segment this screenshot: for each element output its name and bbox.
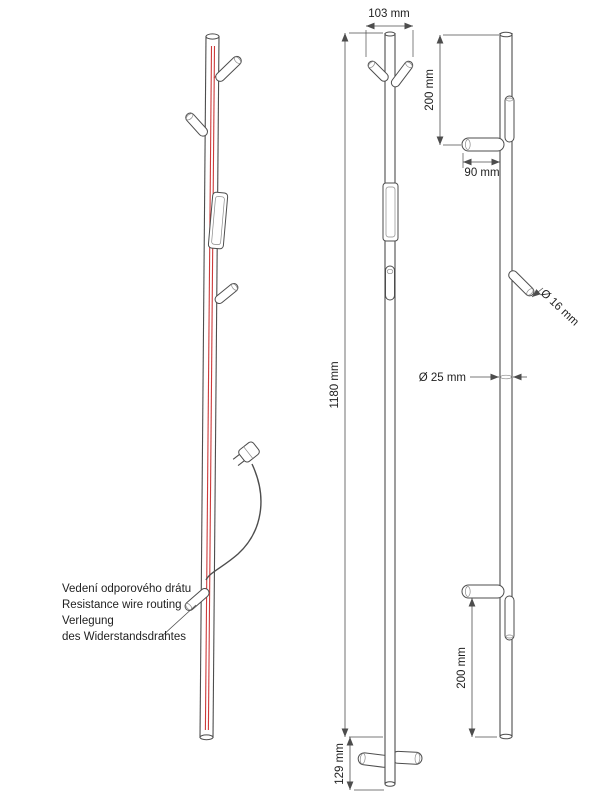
front-hook-right — [390, 60, 414, 88]
resistance-wire-line — [204, 45, 213, 731]
panel-inner — [385, 186, 396, 238]
base-arm-right — [391, 750, 423, 765]
front-pole-fill — [385, 33, 395, 785]
dim-label-overall-height: 1180 mm — [329, 361, 341, 408]
wire-routing-annotation: Vedení odporového drátu Resistance wire … — [62, 583, 197, 643]
hook-end-face — [185, 113, 194, 121]
dimensions: 103 mm 1180 mm 129 mm 200 mm 90 mm — [329, 8, 581, 791]
dim-label-hook-diameter: Ø 16 mm — [538, 287, 581, 328]
iso-hook-top-right — [215, 55, 242, 82]
hook-end-face — [405, 61, 413, 69]
front-hook-left — [367, 60, 389, 82]
panel-plate — [207, 191, 229, 250]
front-panel — [382, 182, 399, 242]
side-top-hook — [461, 137, 505, 152]
front-hook-forward — [385, 265, 395, 301]
side-top-peg — [504, 95, 515, 143]
hook-end-face — [465, 139, 471, 150]
side-bottom-hook — [461, 584, 505, 599]
dim-pole-diameter-25: Ø 25 mm — [419, 372, 527, 384]
dim-top-width-103: 103 mm — [365, 8, 414, 57]
iso-pole-edge — [212, 35, 220, 739]
annotation-leader-line — [161, 604, 197, 637]
hook-end-face — [231, 283, 238, 291]
side-view — [461, 31, 535, 740]
pole-section-mark — [500, 374, 512, 380]
dim-hook-diameter-16: Ø 16 mm — [531, 287, 581, 328]
hook-body — [385, 265, 395, 301]
dim-label-top-width: 103 mm — [368, 8, 410, 20]
hook-body — [461, 137, 505, 152]
hook-body — [215, 55, 242, 82]
iso-view — [184, 33, 262, 741]
iso-pole-edge — [199, 35, 207, 739]
dim-label-hook-projection: 90 mm — [464, 167, 499, 179]
base-arm-end — [359, 753, 366, 765]
peg-body — [504, 95, 515, 143]
iso-pole-bottom-cap — [199, 734, 214, 741]
plug-body — [238, 441, 260, 463]
dim-label-top-hook-offset: 200 mm — [424, 69, 436, 111]
iso-pole-top-cap — [205, 33, 220, 40]
hook-body — [185, 112, 208, 137]
annotation-line-de-1: Verlegung — [62, 615, 114, 627]
dim-label-pole-diameter: Ø 25 mm — [419, 372, 466, 384]
dim-hook-projection-90: 90 mm — [462, 153, 501, 179]
base-arm-end — [414, 752, 421, 764]
dim-base-height-129: 129 mm — [334, 737, 384, 791]
annotation-line-de-2: des Widerstandsdrahtes — [62, 631, 186, 643]
peg-end-face — [505, 97, 514, 102]
hook-body — [184, 587, 210, 612]
side-pole-bottom-cap — [499, 733, 513, 740]
dim-label-bottom-hook-offset: 200 mm — [456, 647, 468, 689]
plug-pin — [232, 453, 240, 460]
power-cable — [205, 463, 262, 581]
resistance-wire-line — [207, 45, 216, 731]
leader-line — [531, 287, 544, 298]
side-pole-top-cap — [499, 31, 513, 38]
hook-end-face — [368, 61, 376, 69]
side-bottom-peg — [504, 595, 515, 641]
iso-hook-upper-left — [185, 112, 208, 137]
panel-plate — [382, 182, 399, 242]
front-pole-bottom-cap — [384, 781, 396, 787]
hook-body — [461, 584, 505, 599]
iso-hook-mid-right — [214, 282, 239, 305]
dim-overall-height-1180: 1180 mm — [329, 32, 383, 738]
dim-label-base-height: 129 mm — [334, 743, 346, 785]
front-pole-top-cap — [384, 31, 396, 37]
hook-end-face — [465, 586, 471, 597]
annotation-line-cs: Vedení odporového drátu — [62, 583, 191, 595]
dim-bottom-hook-offset-200: 200 mm — [456, 597, 498, 738]
iso-panel — [207, 191, 229, 250]
power-plug — [232, 441, 260, 467]
hook-body — [214, 282, 239, 305]
front-view — [357, 31, 423, 787]
annotation-line-en: Resistance wire routing — [62, 599, 182, 611]
plug-body-seam — [243, 446, 254, 459]
hook-end-face — [233, 56, 242, 64]
panel-inner — [211, 196, 225, 245]
hook-body — [390, 60, 414, 88]
plug-pin — [237, 460, 245, 467]
dim-top-hook-offset-200: 200 mm — [424, 34, 499, 146]
side-pole-fill — [500, 33, 512, 737]
peg-body — [504, 595, 515, 641]
hook-end-face — [386, 268, 394, 275]
peg-end-face — [505, 634, 514, 639]
